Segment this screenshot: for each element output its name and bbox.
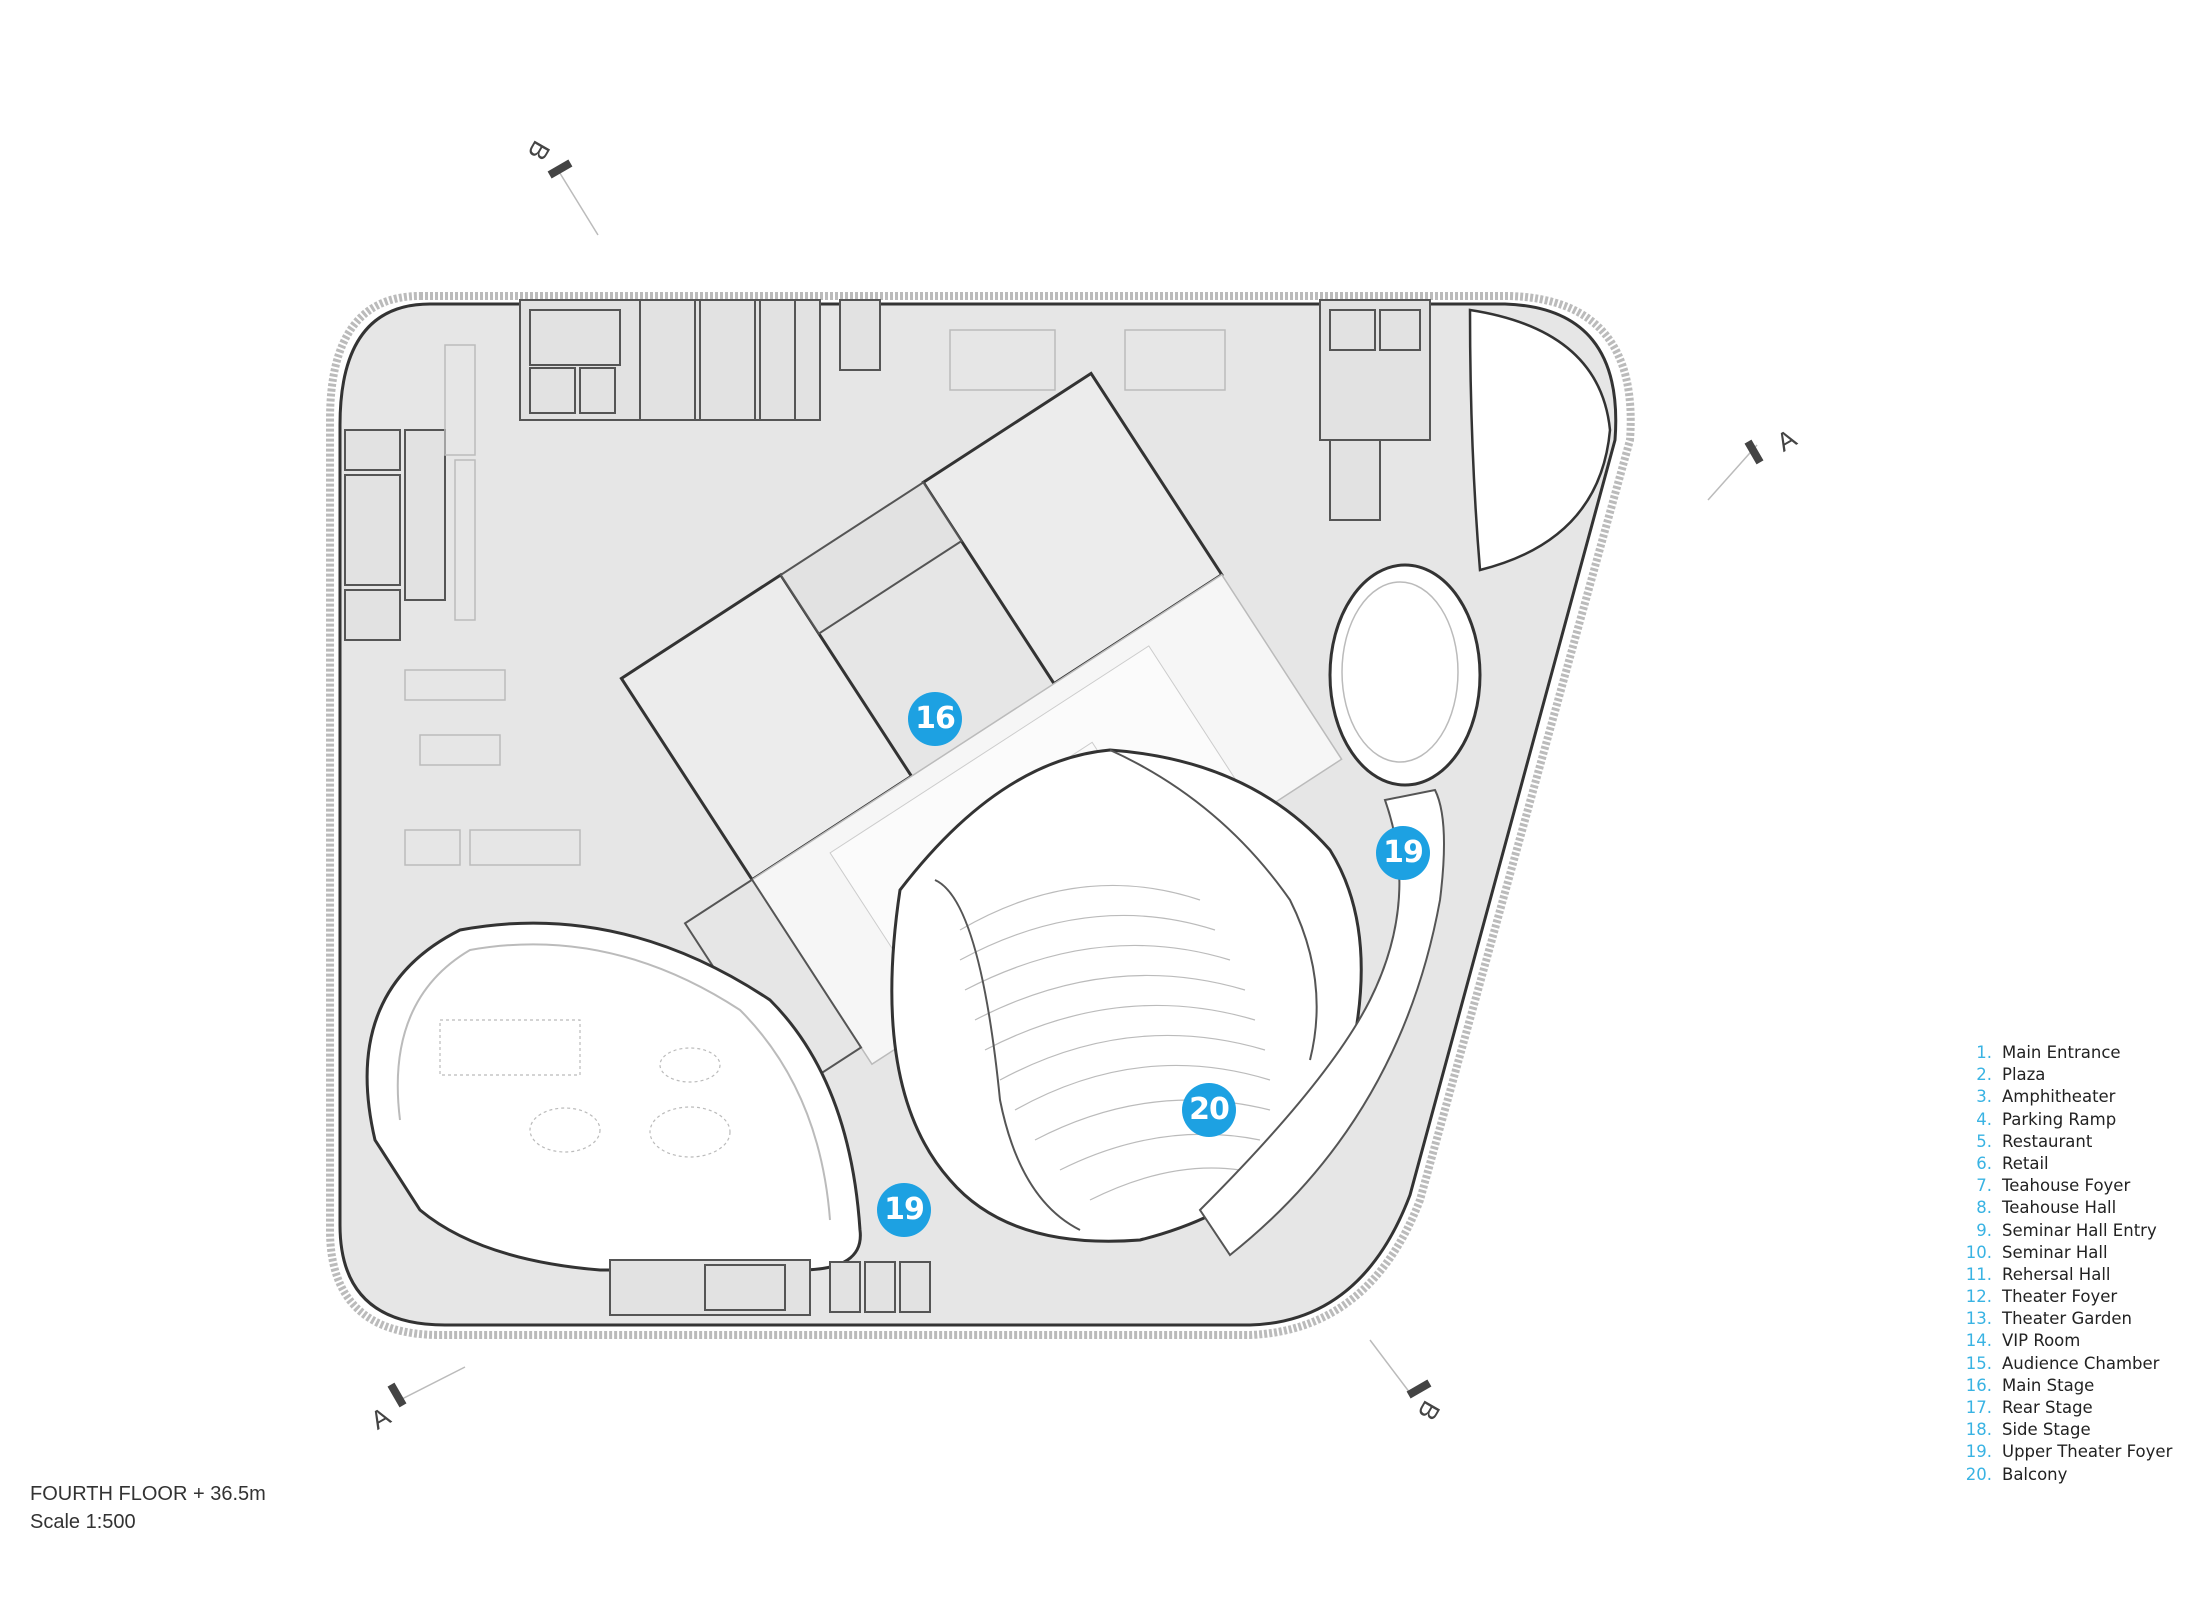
legend-label: Theater Foyer bbox=[2002, 1287, 2118, 1307]
legend-label: Main Entrance bbox=[2002, 1043, 2121, 1062]
legend-item: 19. Upper Theater Foyer bbox=[1948, 1441, 2173, 1463]
legend-label: Theater Garden bbox=[2002, 1309, 2132, 1329]
legend-label: Main Stage bbox=[2002, 1375, 2095, 1395]
section-ticks bbox=[387, 159, 1764, 1408]
floor-markings bbox=[404, 329, 1226, 866]
legend-label: Upper Theater Foyer bbox=[2002, 1442, 2173, 1462]
legend-item: 3. Amphitheater bbox=[1948, 1086, 2172, 1108]
legend-label: Plaza bbox=[2002, 1065, 2046, 1085]
legend: 1. Main Entrance 2. Plaza 3. Amphitheater 4… bbox=[1948, 1042, 2173, 1486]
legend-number: 18. bbox=[1965, 1420, 1992, 1440]
east-foyer bbox=[1328, 563, 1482, 787]
drawing-caption: FOURTH FLOOR + 36.5m Scale 1:500 bbox=[30, 1480, 266, 1536]
legend-number: 20. bbox=[1965, 1464, 1992, 1484]
legend-label: VIP Room bbox=[2002, 1331, 2081, 1351]
legend-item: 15. Audience Chamber bbox=[1948, 1353, 2172, 1375]
legend-label: Retail bbox=[2002, 1153, 2049, 1173]
legend-label: Restaurant bbox=[2002, 1131, 2093, 1151]
legend-label: Seminar Hall bbox=[2002, 1242, 2108, 1262]
legend-item: 12. Theater Foyer bbox=[1948, 1286, 2172, 1308]
legend-number: 9. bbox=[1976, 1220, 1992, 1240]
east-garden bbox=[1468, 308, 1612, 572]
legend-item: 8. Teahouse Hall bbox=[1948, 1197, 2172, 1219]
marker-main-stage: 16 bbox=[908, 692, 962, 746]
legend-number: 17. bbox=[1965, 1398, 1992, 1417]
legend-number: 3. bbox=[1976, 1087, 1992, 1107]
legend-item: 2. Plaza bbox=[1948, 1064, 2172, 1086]
legend-number: 11. bbox=[1965, 1264, 1992, 1284]
legend-number: 12. bbox=[1965, 1287, 1992, 1307]
legend-number: 5. bbox=[1976, 1131, 1992, 1151]
legend-number: 6. bbox=[1976, 1153, 1992, 1173]
legend-item: 11. Rehersal Hall bbox=[1948, 1264, 2172, 1286]
service-core-bottom bbox=[609, 1259, 931, 1316]
legend-item: 17. Rear Stage bbox=[1948, 1397, 2172, 1419]
legend-item: 7. Teahouse Foyer bbox=[1948, 1175, 2172, 1197]
drawing-title: FOURTH FLOOR + 36.5m bbox=[30, 1483, 266, 1505]
legend-label: Audience Chamber bbox=[2002, 1353, 2160, 1373]
legend-item: 16. Main Stage bbox=[1948, 1375, 2172, 1397]
legend-number: 13. bbox=[1965, 1309, 1992, 1329]
service-core-top bbox=[519, 299, 881, 421]
service-core-right bbox=[1319, 299, 1431, 521]
legend-number: 7. bbox=[1976, 1176, 1992, 1196]
seating-rows bbox=[959, 884, 1271, 1201]
legend-label: Teahouse Foyer bbox=[2002, 1176, 2131, 1196]
drawing-scale: Scale 1:500 bbox=[30, 1511, 136, 1533]
legend-label: Rear Stage bbox=[2002, 1398, 2093, 1417]
service-core-left bbox=[344, 429, 446, 641]
legend-number: 4. bbox=[1976, 1109, 1992, 1129]
legend-label: Amphitheater bbox=[2002, 1087, 2116, 1107]
legend-label: Seminar Hall Entry bbox=[2002, 1220, 2157, 1240]
legend-label: Rehersal Hall bbox=[2002, 1264, 2111, 1284]
legend-number: 1. bbox=[1976, 1043, 1992, 1062]
legend-item: 20. Balcony bbox=[1948, 1464, 2172, 1486]
legend-item: 1. Main Entrance bbox=[1948, 1042, 2172, 1064]
west-terrace bbox=[365, 921, 862, 1272]
legend-number: 19. bbox=[1965, 1442, 1992, 1462]
legend-number: 15. bbox=[1965, 1353, 1992, 1373]
legend-label: Side Stage bbox=[2002, 1420, 2091, 1440]
marker-upper-theater-foyer-east: 19 bbox=[1376, 826, 1430, 880]
legend-number: 8. bbox=[1976, 1198, 1992, 1218]
legend-item: 9. Seminar Hall Entry bbox=[1948, 1220, 2172, 1242]
legend-number: 10. bbox=[1965, 1242, 1992, 1262]
marker-upper-theater-foyer-west: 19 bbox=[877, 1183, 931, 1237]
legend-item: 14. VIP Room bbox=[1948, 1330, 2172, 1352]
legend-item: 10. Seminar Hall bbox=[1948, 1242, 2172, 1264]
legend-label: Parking Ramp bbox=[2002, 1109, 2117, 1129]
section-lines bbox=[399, 169, 1758, 1401]
legend-number: 16. bbox=[1965, 1375, 1992, 1395]
legend-label: Teahouse Hall bbox=[2002, 1198, 2117, 1218]
legend-item: 6. Retail bbox=[1948, 1153, 2172, 1175]
legend-item: 5. Restaurant bbox=[1948, 1131, 2172, 1153]
legend-number: 2. bbox=[1976, 1065, 1992, 1085]
legend-number: 14. bbox=[1965, 1331, 1992, 1351]
legend-item: 4. Parking Ramp bbox=[1948, 1109, 2172, 1131]
legend-item: 13. Theater Garden bbox=[1948, 1308, 2172, 1330]
legend-label: Balcony bbox=[2002, 1464, 2068, 1484]
facade-outline bbox=[326, 292, 1635, 1339]
legend-item: 18. Side Stage bbox=[1948, 1419, 2172, 1441]
marker-balcony: 20 bbox=[1182, 1083, 1236, 1137]
